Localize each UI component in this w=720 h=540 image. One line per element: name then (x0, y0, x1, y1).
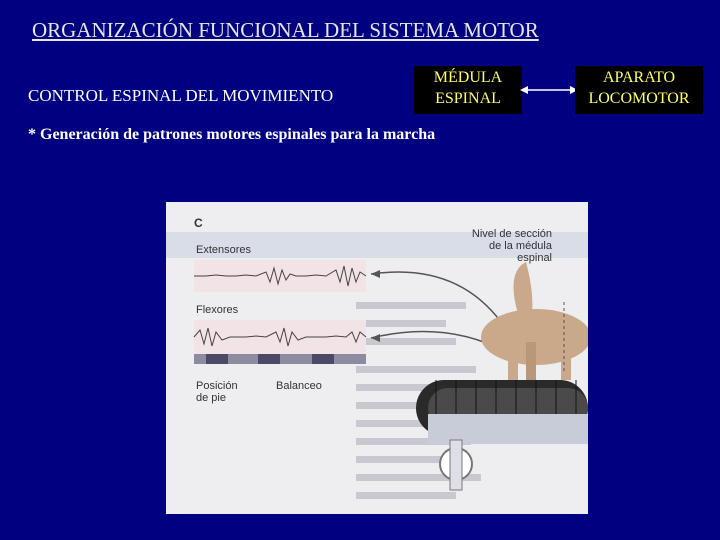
posicion-line1: Posición (196, 380, 238, 392)
control-espinal-label: CONTROL ESPINAL DEL MOVIMIENTO (28, 86, 334, 105)
flexores-label: Flexores (196, 304, 239, 316)
nivel-line1: Nivel de sección (471, 228, 552, 240)
aparato-line2: LOCOMOTOR (588, 90, 690, 107)
double-arrow-icon (520, 86, 578, 94)
panel-letter: C (194, 216, 203, 230)
nivel-line3: espinal (517, 252, 552, 264)
medula-espinal-box: MÉDULA ESPINAL (414, 66, 522, 114)
bullet-point: * Generación de patrones motores espinal… (28, 126, 436, 143)
aparato-line1: APARATO (602, 69, 676, 86)
slide-title: ORGANIZACIÓN FUNCIONAL DEL SISTEMA MOTOR (32, 18, 539, 42)
aparato-locomotor-box: APARATO LOCOMOTOR (575, 66, 703, 114)
medula-line2: ESPINAL (435, 90, 501, 107)
nivel-line2: de la médula (489, 240, 552, 252)
nivel-seccion-label: Nivel de sección de la médula espinal (458, 228, 552, 264)
medula-line1: MÉDULA (433, 69, 503, 86)
posicion-line2: de pie (196, 392, 226, 404)
figure-illustration (166, 232, 588, 499)
extensores-label: Extensores (196, 244, 252, 256)
balanceo-label: Balanceo (276, 380, 322, 392)
figure-image: C Extensores Flexores Nivel de sección d… (166, 202, 588, 514)
posicion-label: Posición de pie (196, 380, 238, 404)
